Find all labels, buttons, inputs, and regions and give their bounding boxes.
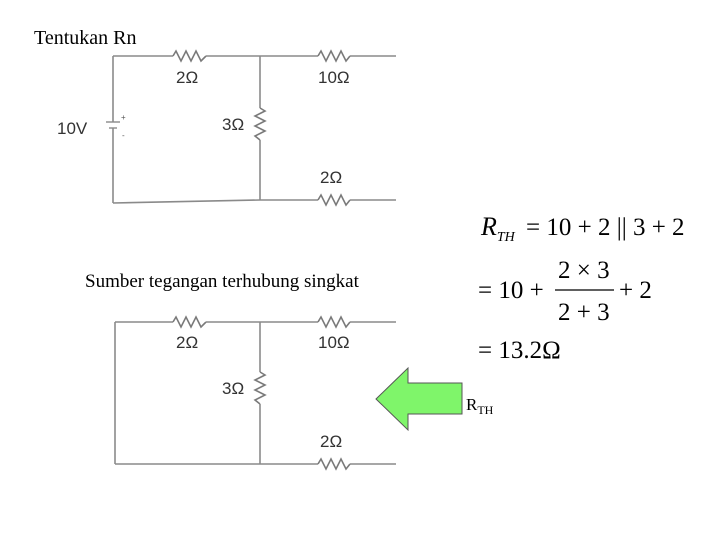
shorted-source-caption: Sumber tegangan terhubung singkat — [85, 271, 360, 292]
arrow-label: RTH — [466, 395, 494, 417]
arrow-label-sub: TH — [477, 403, 493, 417]
resistor-icon — [317, 193, 351, 207]
equation-block: RTH = 10 + 2 || 3 + 2 = 10 + 2 × 3 2 + 3… — [478, 212, 685, 364]
resistor-top-right-label: 10Ω — [318, 68, 350, 87]
eq-fraction-numerator: 2 × 3 — [558, 257, 610, 284]
arrow-label-main: R — [466, 395, 478, 414]
resistor-icon — [253, 371, 267, 405]
resistor-top-left-label: 2Ω — [176, 68, 198, 87]
circuit-bottom: 2Ω 10Ω 3Ω 2Ω — [114, 315, 396, 471]
eq-lhs-main: R — [480, 212, 497, 241]
resistor-icon — [317, 49, 351, 63]
battery-minus-sign: - — [122, 131, 125, 140]
resistor-bottom-right-label: 2Ω — [320, 432, 342, 451]
eq-line-3: = 13.2Ω — [478, 337, 561, 364]
battery-plus-sign: + — [121, 113, 126, 122]
resistor-middle-label: 3Ω — [222, 379, 244, 398]
resistor-top-left-label: 2Ω — [176, 333, 198, 352]
resistor-top-right-label: 10Ω — [318, 333, 350, 352]
resistor-icon — [172, 315, 207, 329]
resistor-middle-label: 3Ω — [222, 115, 244, 134]
source-label: 10V — [57, 119, 88, 138]
eq-lhs-sub: TH — [497, 230, 516, 245]
resistor-icon — [317, 457, 351, 471]
resistor-icon — [317, 315, 351, 329]
left-arrow-icon — [375, 366, 463, 432]
eq-lhs: RTH — [480, 212, 516, 245]
eq-line-2-prefix: = 10 + — [478, 277, 544, 304]
circuit-top: + - 10V 2Ω 10Ω 3Ω 2Ω — [57, 49, 396, 207]
eq-line-2-suffix: + 2 — [619, 277, 652, 304]
battery-icon: + - — [106, 113, 126, 140]
eq-fraction-denominator: 2 + 3 — [558, 299, 610, 326]
page-title: Tentukan Rn — [34, 27, 136, 49]
resistor-icon — [172, 49, 207, 63]
resistor-icon — [253, 107, 267, 141]
eq-line-1: = 10 + 2 || 3 + 2 — [526, 214, 685, 241]
resistor-bottom-right-label: 2Ω — [320, 168, 342, 187]
